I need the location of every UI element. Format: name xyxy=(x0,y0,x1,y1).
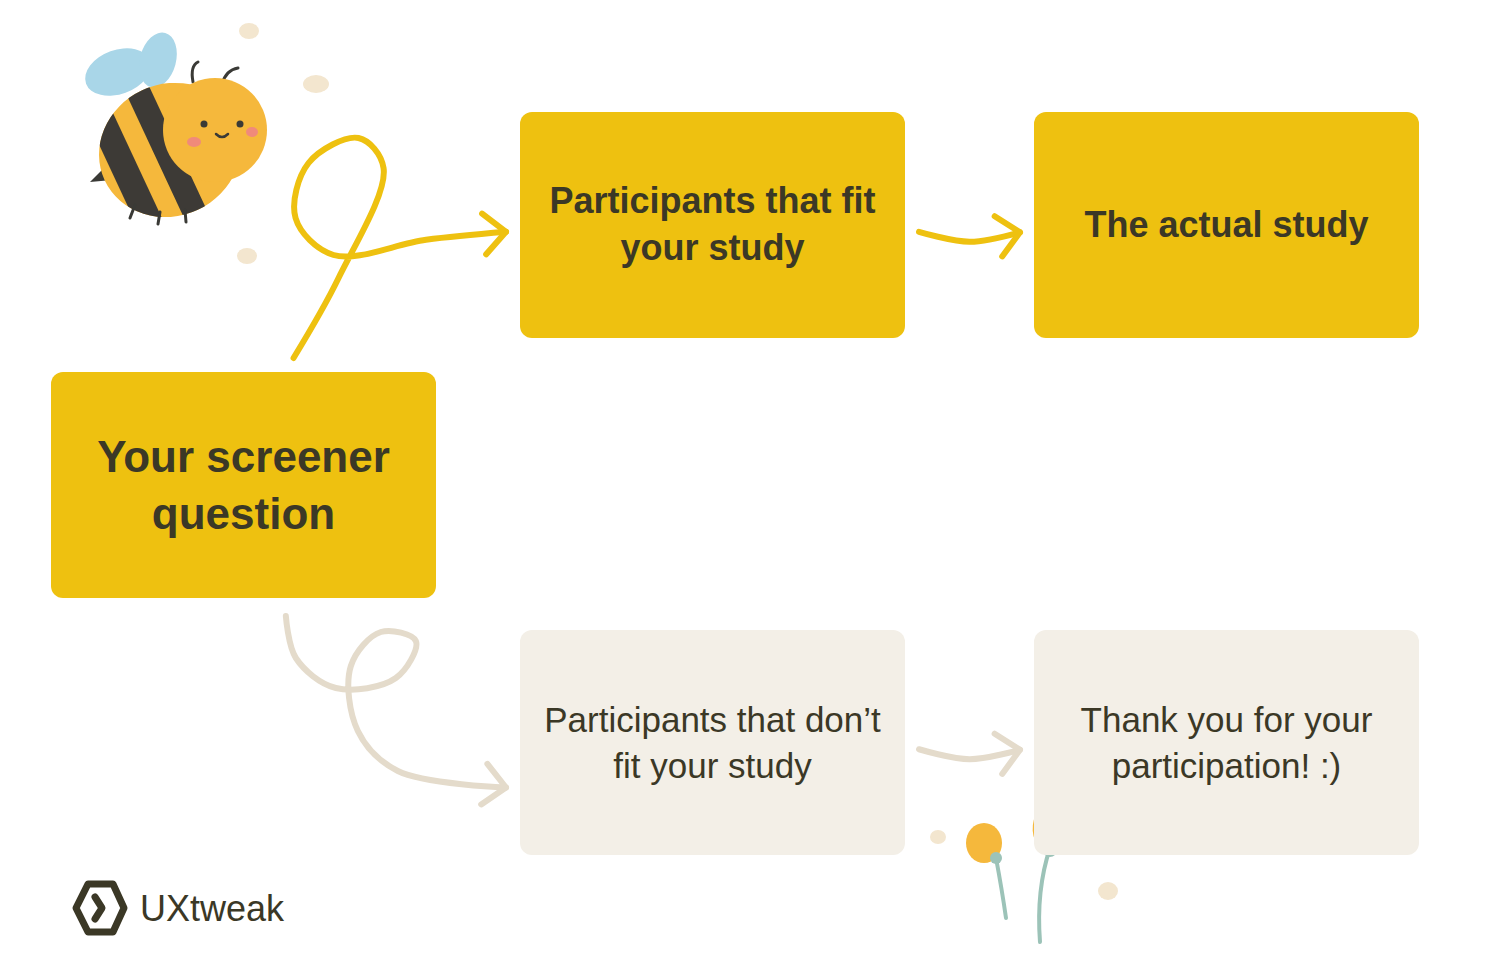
connector-line xyxy=(294,138,506,358)
process-box: Participants that fit your study xyxy=(520,112,905,338)
arrow-head xyxy=(995,734,1020,774)
box-text: The actual study xyxy=(1084,202,1368,249)
logo-icon xyxy=(76,884,124,932)
connector-line xyxy=(919,232,1020,242)
process-box: Participants that don’t fit your study xyxy=(520,630,905,855)
connector-line xyxy=(286,616,506,788)
box-text: Your screener question xyxy=(73,428,414,542)
logo-text: UXtweak xyxy=(140,888,284,930)
arrow-head xyxy=(482,214,506,255)
arrow-head xyxy=(481,764,506,804)
box-text: Participants that fit your study xyxy=(542,178,883,272)
connector-line xyxy=(919,749,1020,759)
process-box: Thank you for your participation! :) xyxy=(1034,630,1419,855)
flow-arrow xyxy=(286,616,506,804)
arrow-head xyxy=(995,216,1020,256)
bee-illustration xyxy=(32,28,267,296)
box-text: Thank you for your participation! :) xyxy=(1056,697,1397,788)
flow-arrow xyxy=(919,734,1020,774)
flow-arrow xyxy=(919,216,1020,256)
screener-box: Your screener question xyxy=(51,372,436,598)
box-text: Participants that don’t fit your study xyxy=(542,697,883,788)
process-box: The actual study xyxy=(1034,112,1419,338)
flow-arrow xyxy=(294,138,506,358)
